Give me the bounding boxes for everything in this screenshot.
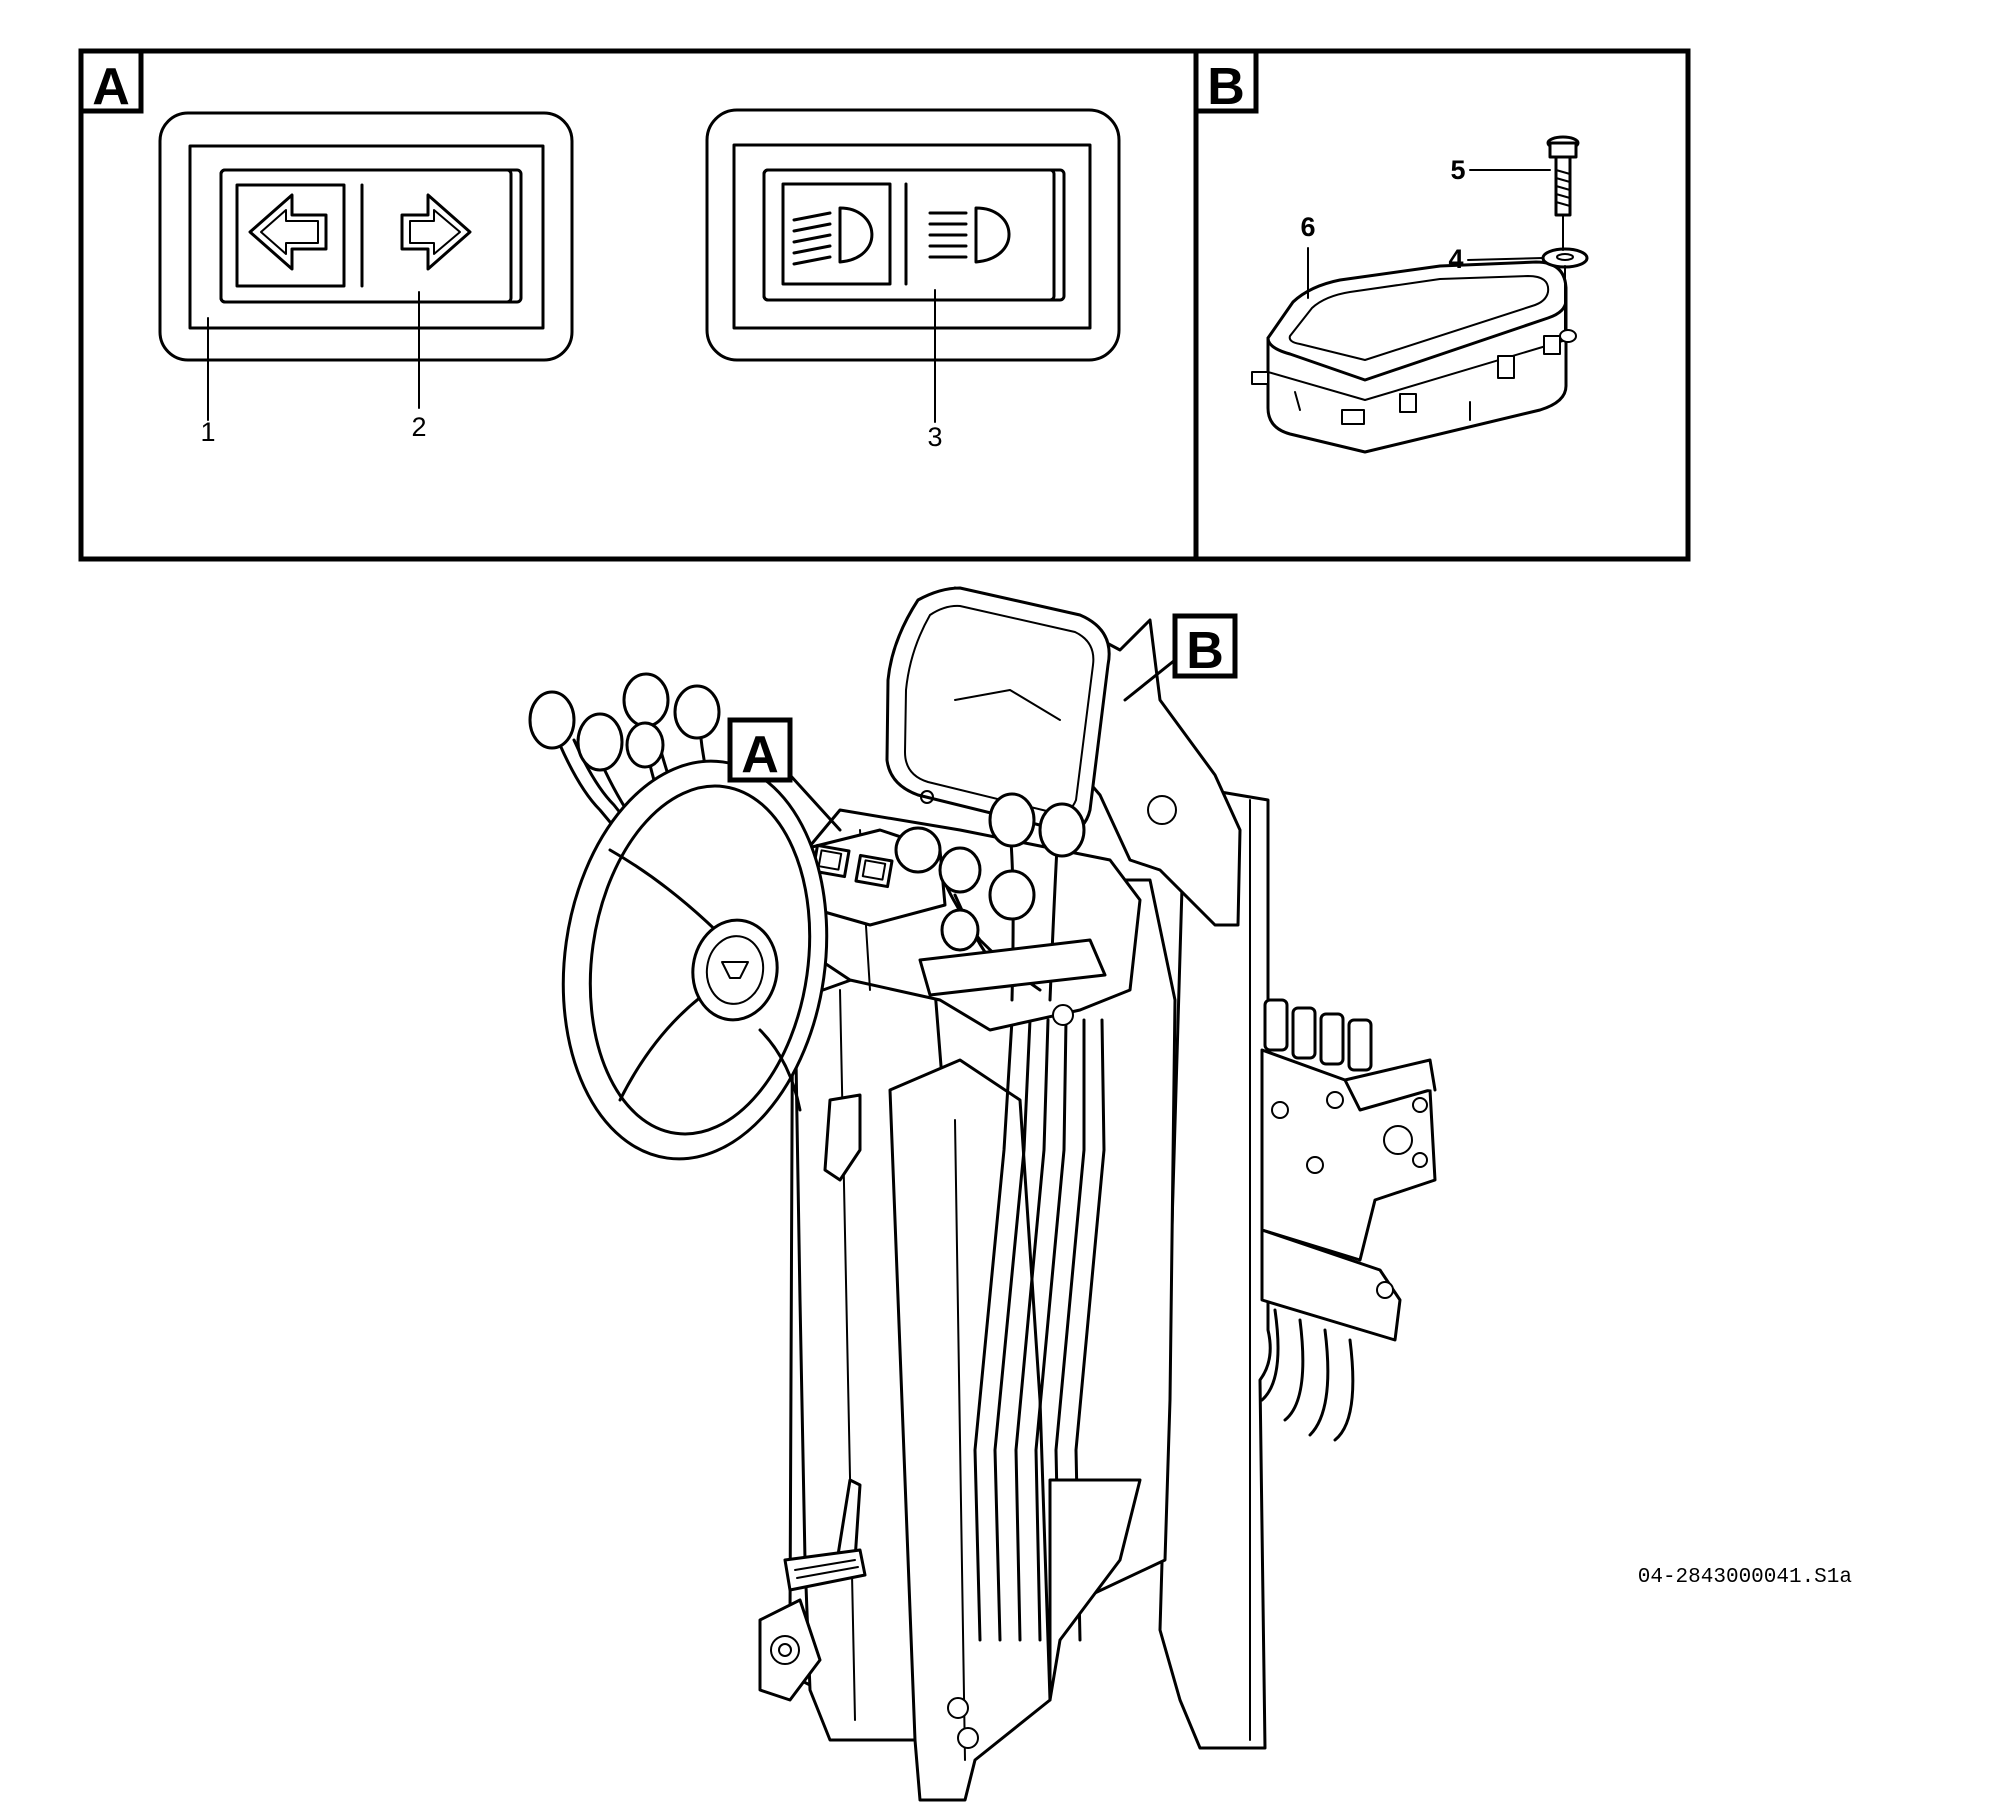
part-label-4: 4 bbox=[1448, 244, 1463, 274]
arrow-left-icon bbox=[248, 193, 328, 271]
steering-column-assembly bbox=[528, 586, 1437, 1802]
part-label-5: 5 bbox=[1450, 155, 1465, 185]
right-control-levers bbox=[894, 792, 1107, 1026]
detail-panel-a: A bbox=[78, 48, 1199, 562]
headlight-high-key bbox=[781, 182, 892, 286]
panel-a-letter-box bbox=[78, 48, 144, 114]
dashboard-housing bbox=[885, 586, 1242, 927]
part-label-1: 1 bbox=[200, 417, 215, 447]
headlight-high-beam-icon bbox=[792, 206, 874, 266]
callout-a: A bbox=[727, 717, 842, 832]
indicator-left-key bbox=[235, 183, 346, 288]
panel-b-letter-box bbox=[1193, 48, 1259, 114]
headlight-low-beam-icon bbox=[928, 206, 1011, 264]
instrument-cluster bbox=[1251, 260, 1577, 454]
washer bbox=[1541, 247, 1589, 269]
callout-a-letter: A bbox=[741, 726, 779, 784]
callout-b-letter: B bbox=[1186, 622, 1224, 680]
headlight-switch bbox=[705, 108, 1121, 362]
drawing-code: 04-2843000041.S1a bbox=[1638, 1566, 1852, 1589]
steering-wheel bbox=[561, 759, 829, 1161]
part-label-2: 2 bbox=[411, 412, 426, 442]
detail-panel-b: B bbox=[1193, 48, 1691, 562]
part-label-6: 6 bbox=[1300, 212, 1315, 242]
bolt bbox=[1546, 135, 1580, 331]
arrow-right-icon bbox=[400, 193, 472, 271]
panel-b-letter: B bbox=[1207, 58, 1245, 116]
turn-indicator-switch bbox=[158, 111, 574, 362]
panel-a-letter: A bbox=[92, 58, 130, 116]
callout-b: B bbox=[1123, 613, 1238, 702]
control-valve bbox=[1260, 998, 1437, 1442]
part-label-3: 3 bbox=[927, 422, 942, 452]
pedal-bracket bbox=[758, 1478, 867, 1702]
